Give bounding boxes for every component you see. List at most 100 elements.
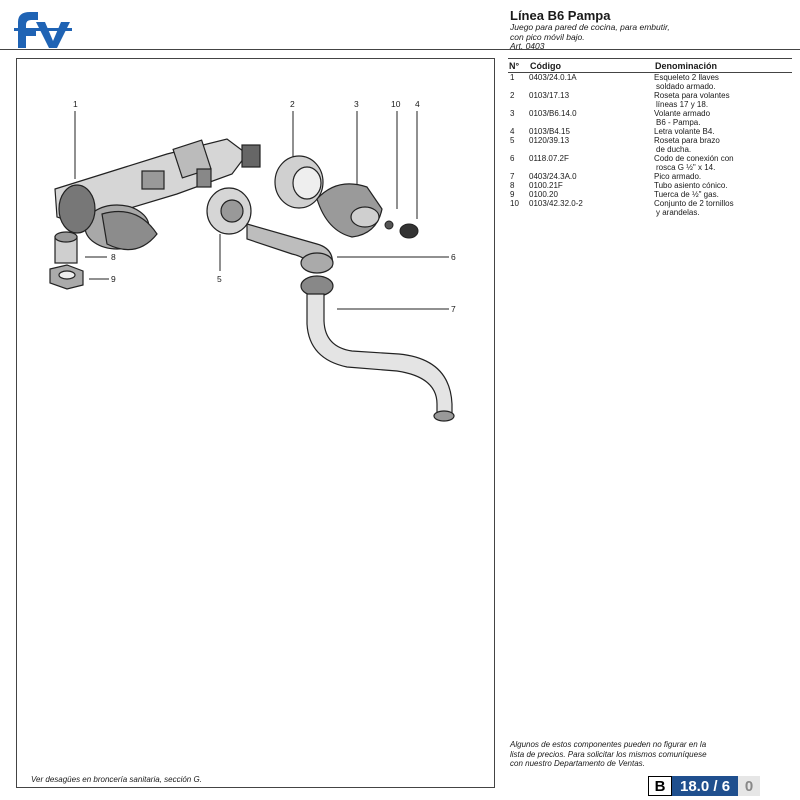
page-section-letter: B <box>648 776 672 796</box>
nut-part-9 <box>49 264 84 290</box>
product-article: Art. 0403 <box>510 41 545 51</box>
letter-cap-part-4 <box>399 223 419 239</box>
row-code: 0100.21F <box>529 180 563 190</box>
callout-8: 8 <box>111 252 116 262</box>
table-row: B6 - Pampa. <box>508 117 792 127</box>
product-subtitle-1: Juego para pared de cocina, para embutir… <box>510 22 670 32</box>
row-description: soldado armado. <box>656 81 716 91</box>
callout-3: 3 <box>354 99 359 109</box>
row-number <box>508 101 529 109</box>
row-description: Letra volante B4. <box>654 126 715 136</box>
row-number <box>508 209 529 217</box>
header-divider <box>0 49 800 50</box>
row-code <box>529 119 654 127</box>
row-number: 4 <box>510 126 515 136</box>
fv-logo <box>14 12 72 48</box>
availability-note-line: Algunos de estos componentes pueden no f… <box>510 740 707 749</box>
row-number: 2 <box>510 90 515 100</box>
row-number: 9 <box>510 189 515 199</box>
valve-body-part-1 <box>54 138 261 251</box>
table-row: de ducha. <box>508 145 792 154</box>
table-row: líneas 17 y 18. <box>508 99 792 109</box>
row-description: y arandelas. <box>656 207 700 217</box>
table-row: y arandelas. <box>508 207 792 217</box>
rosette-part-2 <box>274 155 324 209</box>
header-code: Código <box>530 60 561 71</box>
row-number <box>508 83 529 91</box>
row-number: 6 <box>510 153 515 163</box>
row-description: Esqueleto 2 llaves <box>654 72 719 82</box>
row-number: 10 <box>510 198 519 208</box>
row-code: 0118.07.2F <box>529 153 569 163</box>
row-number <box>508 164 529 172</box>
availability-note-line: con nuestro Departamento de Ventas. <box>510 759 645 768</box>
table-row: soldado armado. <box>508 81 792 91</box>
callout-9: 9 <box>111 274 116 284</box>
page-revision: 0 <box>738 776 761 796</box>
product-header: Línea B6 Pampa Juego para pared de cocin… <box>510 8 790 52</box>
availability-note: Algunos de estos componentes pueden no f… <box>510 740 765 769</box>
callout-6: 6 <box>451 252 456 262</box>
row-description: Conjunto de 2 tornillos <box>654 198 734 208</box>
table-row: rosca G ½" x 14. <box>508 162 792 172</box>
row-description: líneas 17 y 18. <box>656 99 709 109</box>
row-code: 0100.20 <box>529 189 558 199</box>
row-code <box>529 101 654 109</box>
callout-10: 10 <box>391 99 401 109</box>
diagram-panel <box>16 58 495 788</box>
row-description: Volante armado <box>654 108 711 118</box>
row-code <box>529 209 654 217</box>
header-description: Denominación <box>655 60 718 71</box>
row-code <box>529 146 654 154</box>
row-code: 0120/39.13 <box>529 135 570 145</box>
header-number: N° <box>509 60 520 71</box>
conical-tube-part-8 <box>54 231 78 264</box>
row-code: 0103/17.13 <box>529 90 570 100</box>
row-number: 5 <box>510 135 515 145</box>
callout-2: 2 <box>290 99 295 109</box>
row-description: Codo de conexión con <box>654 153 734 163</box>
table-row: 8 0100.21F Tubo asiento cónico. <box>508 180 792 190</box>
spout-part-7 <box>300 275 455 422</box>
row-description: Pico armado. <box>654 171 702 181</box>
table-header: N° Código Denominación <box>508 58 792 73</box>
product-subtitle-2: con pico móvil bajo. <box>510 31 585 42</box>
page-number: 18.0 / 6 <box>672 776 739 796</box>
callout-1: 1 <box>73 99 78 109</box>
drain-note: Ver desagües en broncería sanitaria, sec… <box>31 775 202 784</box>
handle-part-3 <box>316 183 383 238</box>
callout-4: 4 <box>415 99 420 109</box>
exploded-parts-diagram <box>49 111 455 422</box>
row-code: 0103/B4.15 <box>529 126 570 136</box>
row-description: Roseta para brazo <box>654 135 720 145</box>
row-description: rosca G ½" x 14. <box>656 162 716 172</box>
row-description: Tubo asiento cónico. <box>654 180 728 190</box>
row-number: 3 <box>510 108 515 118</box>
product-title: Línea B6 Pampa <box>510 8 611 23</box>
table-row: 3 0103/B6.14.0 Volante armado <box>508 108 792 118</box>
row-description: B6 - Pampa. <box>656 117 701 127</box>
table-row: 10 0103/42.32.0-2 Conjunto de 2 tornillos <box>508 198 792 208</box>
table-row: 5 0120/39.13 Roseta para brazo <box>508 135 792 145</box>
table-row: 6 0118.07.2F Codo de conexión con <box>508 153 792 163</box>
row-number: 1 <box>510 72 515 82</box>
page-code: B 18.0 / 6 0 <box>648 776 761 796</box>
row-number: 8 <box>510 180 515 190</box>
elbow-connector-part-6 <box>246 223 334 274</box>
row-code: 0103/B6.14.0 <box>529 108 577 118</box>
arm-rosette-part-5 <box>206 187 252 235</box>
availability-note-line: lista de precios. Para solicitar los mis… <box>510 749 707 759</box>
row-number <box>508 146 529 154</box>
callout-5: 5 <box>217 274 222 284</box>
row-code: 0403/24.3A.0 <box>529 171 577 181</box>
callout-7: 7 <box>451 304 456 314</box>
table-row: 9 0100.20 Tuerca de ½" gas. <box>508 189 792 199</box>
row-code: 0103/42.32.0-2 <box>529 198 583 208</box>
row-description: Tuerca de ½" gas. <box>654 189 719 199</box>
row-number <box>508 119 529 127</box>
